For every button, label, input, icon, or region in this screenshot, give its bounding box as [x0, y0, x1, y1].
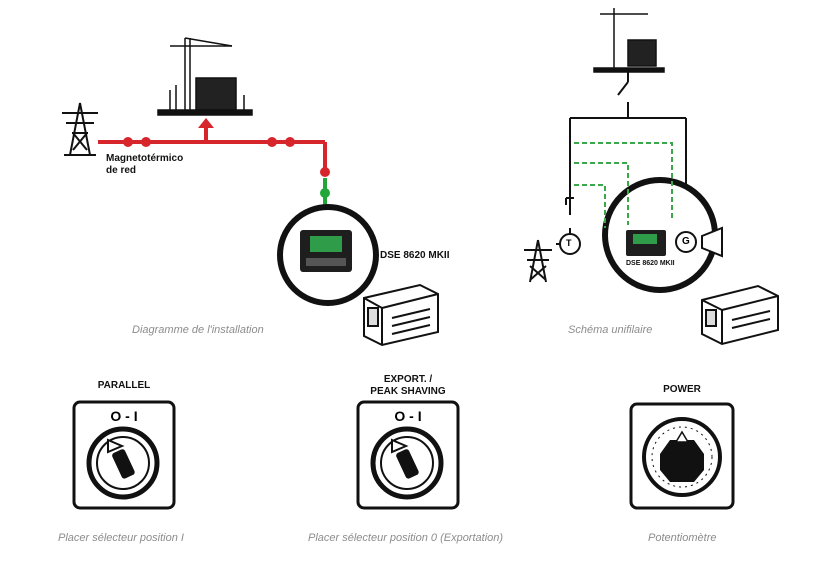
transformer-symbol-letter: T [566, 238, 572, 248]
switch-2-title-line2: PEAK SHAVING [370, 386, 446, 397]
switch-2-caption: Placer sélecteur position 0 (Exportation… [308, 532, 504, 544]
switch-2-title-line1: EXPORT. / [383, 374, 433, 385]
control-paths [574, 142, 673, 228]
switch-1-title-line1: PARALLEL [97, 380, 151, 391]
controller-panel-icon [300, 230, 352, 272]
switch-1-title: PARALLEL [74, 380, 174, 392]
breaker-label-line1: Magnetotérmico [106, 153, 184, 164]
engine-icon [701, 226, 723, 258]
switch-1-scale: O - I [110, 408, 138, 424]
switch-2-scale: O - I [394, 408, 422, 424]
mains-line [98, 118, 330, 177]
breaker-label-line2: de red [106, 165, 137, 176]
schematic-caption: Schéma unifilaire [568, 324, 653, 336]
installation-caption: Diagramme de l'installation [132, 324, 264, 336]
controller-label: DSE 8620 MKII [380, 250, 450, 261]
switch-2-title: EXPORT. / PEAK SHAVING [350, 374, 466, 398]
controller-label-right: DSE 8620 MKII [626, 260, 675, 267]
factory-building-right-icon [593, 8, 665, 73]
generator-icon [363, 283, 439, 347]
power-pylon-right-icon [524, 239, 560, 283]
power-pylon-icon [62, 102, 98, 156]
factory-building-icon [157, 37, 253, 116]
breaker-label: Magnetotérmico de red [106, 153, 183, 177]
switch-1-caption: Placer sélecteur position I [58, 532, 184, 544]
potentiometer-dial [629, 402, 735, 510]
single-line-schematic [565, 72, 687, 236]
potentiometer-caption: Potentiomètre [648, 532, 717, 544]
selector-switch-parallel [72, 400, 176, 510]
generator-symbol-letter: G [682, 236, 690, 247]
generator-symbol-icon [675, 231, 697, 253]
controller-panel-right-icon [626, 230, 666, 256]
selector-switch-export [356, 400, 460, 510]
potentiometer-title: POWER [663, 384, 701, 395]
generator-right-icon [701, 284, 779, 346]
